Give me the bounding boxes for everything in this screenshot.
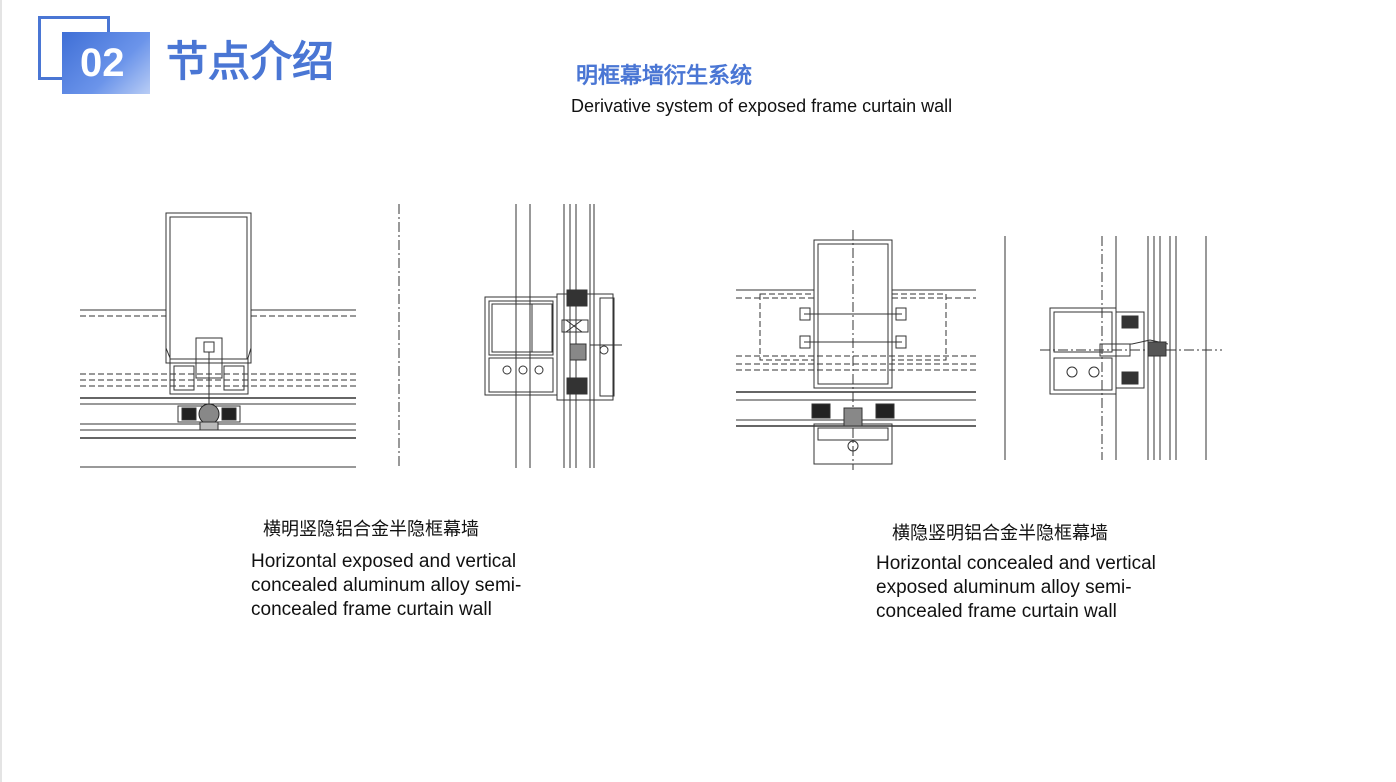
detail-drawing-4-vertical-section — [1004, 236, 1222, 460]
system-1-caption-en: Horizontal exposed and vertical conceale… — [251, 551, 522, 620]
detail-drawing-1-horizontal-section — [80, 212, 356, 468]
section-number-badge: 02 — [62, 32, 150, 94]
detail-drawing-2-vertical-section — [398, 204, 622, 468]
detail-drawing-3-horizontal-section — [736, 230, 976, 470]
system-1-caption-cn: 横明竖隐铝合金半隐框幕墙 — [263, 519, 479, 540]
system-2-caption-en: Horizontal concealed and vertical expose… — [876, 553, 1156, 622]
system-2-caption-cn: 横隐竖明铝合金半隐框幕墙 — [892, 523, 1108, 544]
section-title: 节点介绍 — [166, 37, 335, 86]
subtitle-cn: 明框幕墙衍生系统 — [576, 64, 753, 89]
page-left-border — [0, 0, 2, 782]
subtitle-en: Derivative system of exposed frame curta… — [571, 96, 953, 116]
